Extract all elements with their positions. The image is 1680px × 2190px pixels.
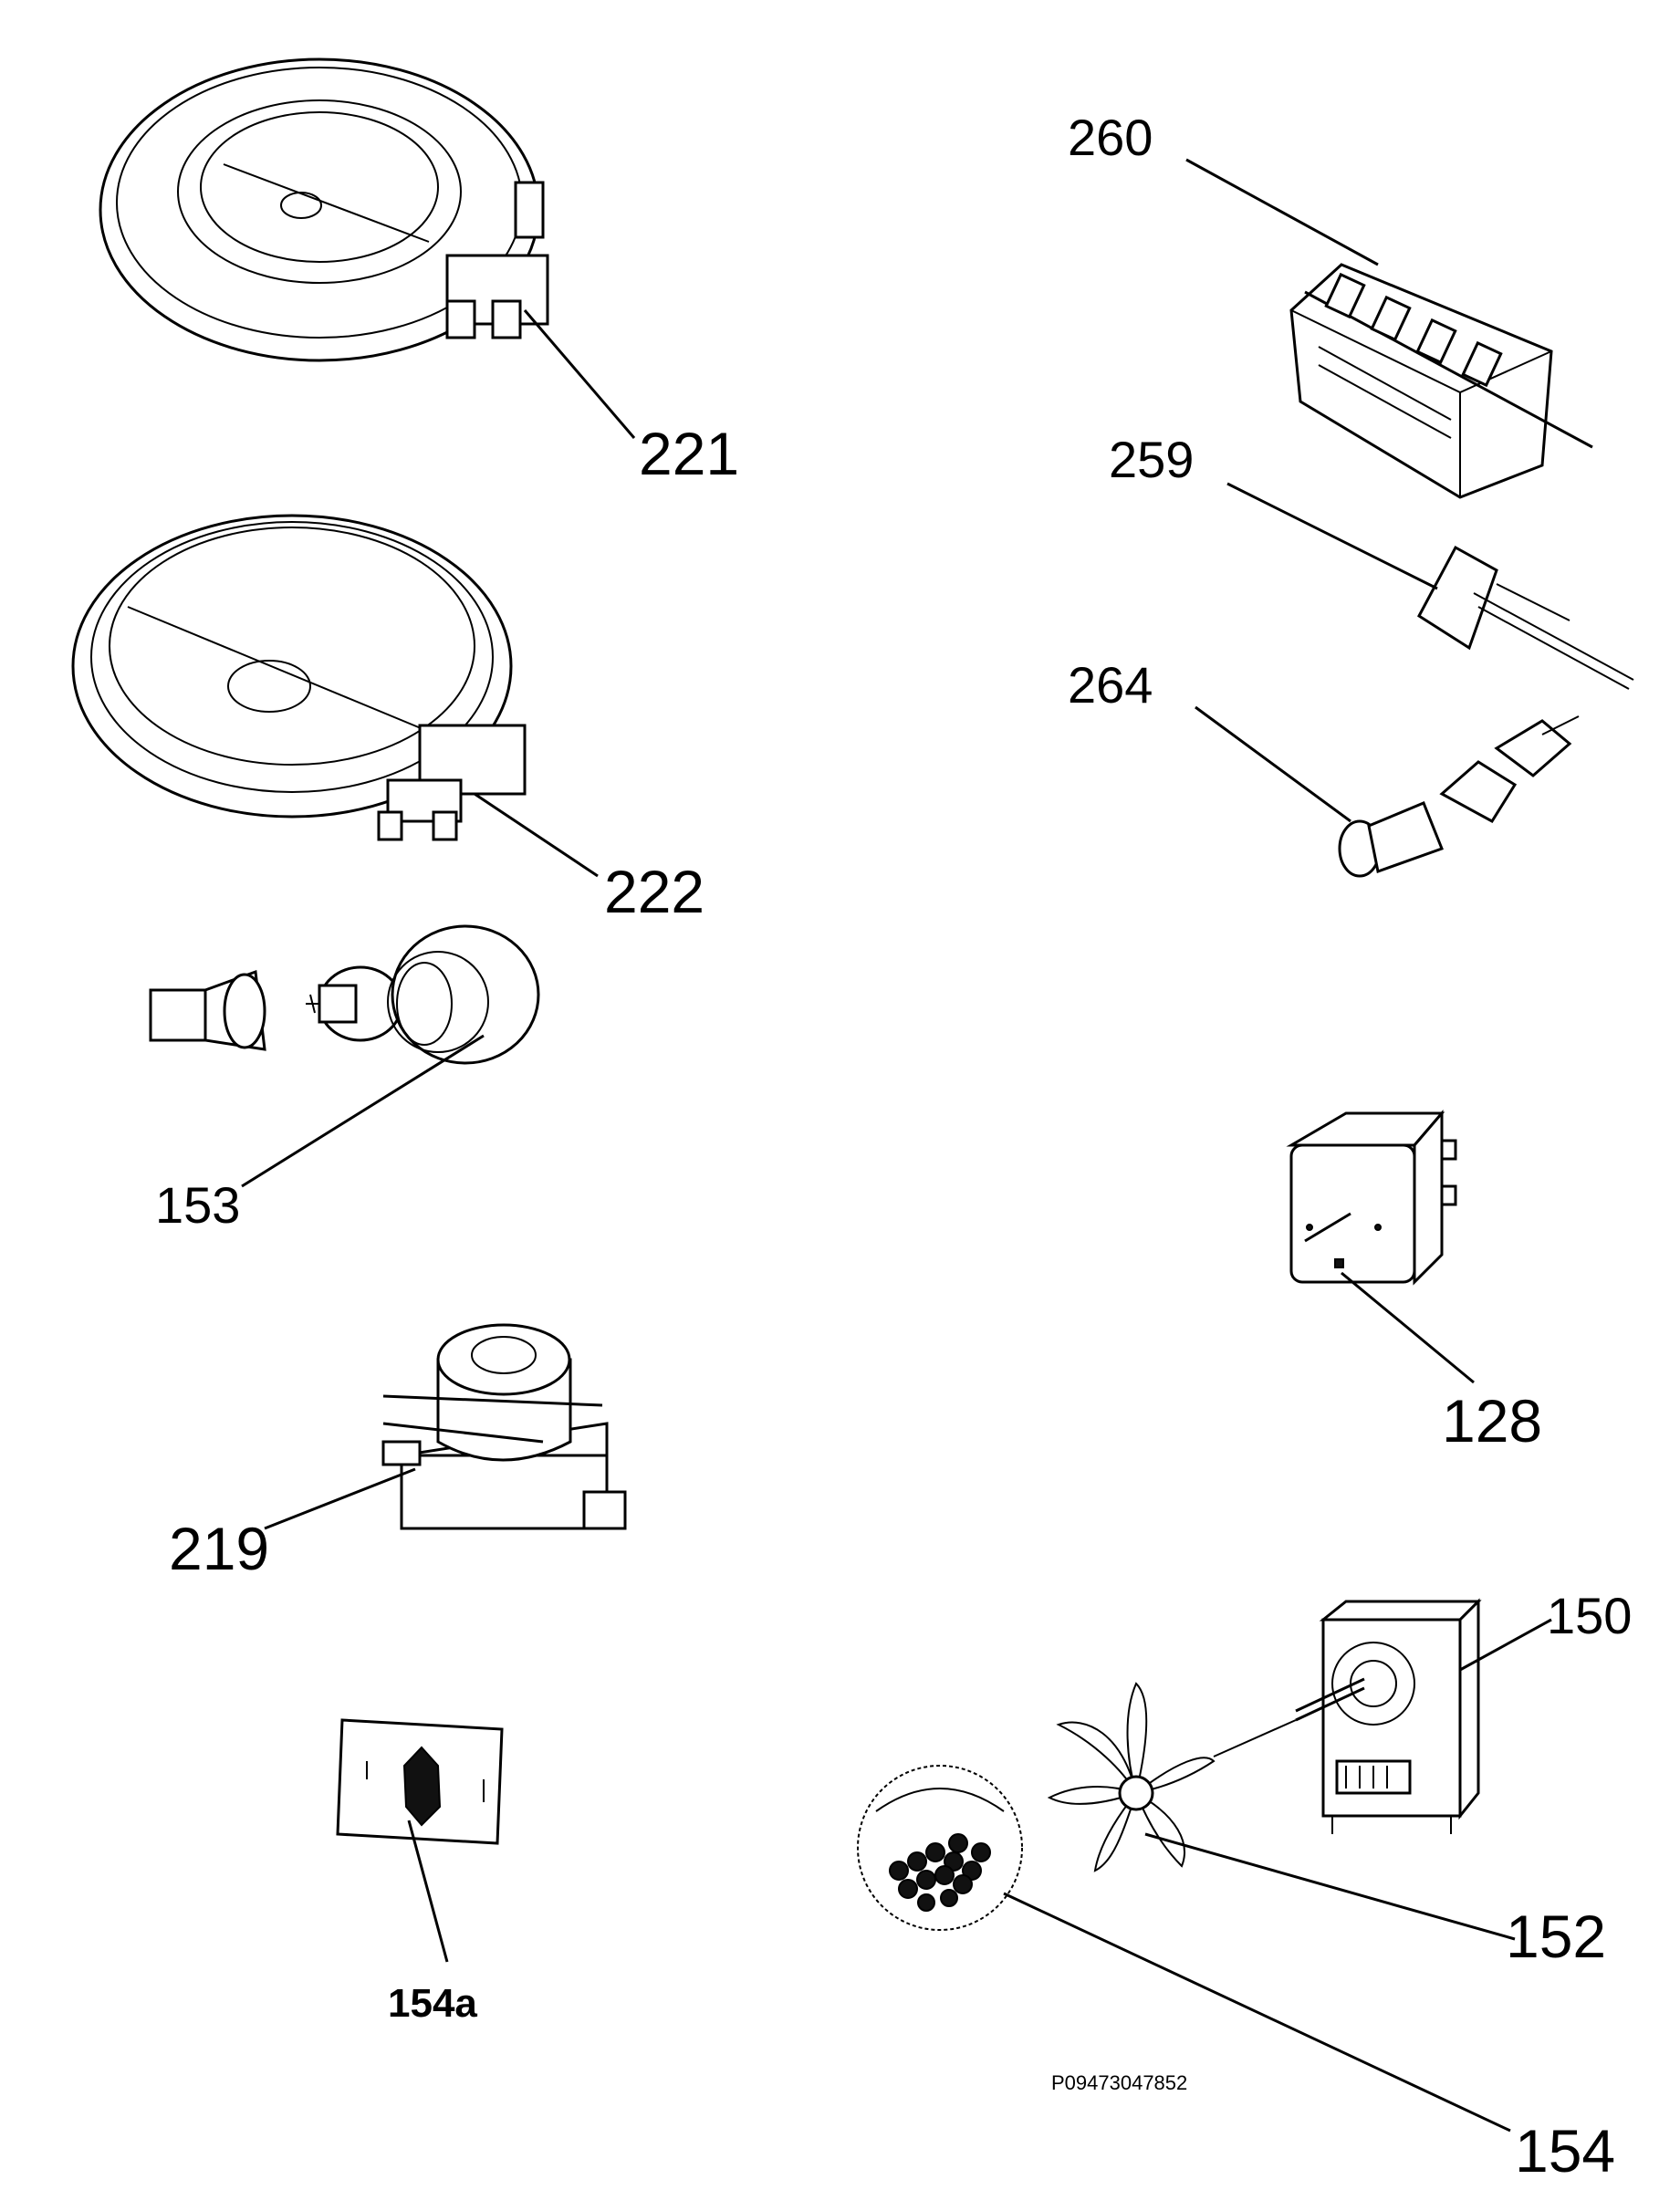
- part-222-hotplate: [71, 514, 527, 841]
- part-128-regulator-box: [1286, 1109, 1457, 1286]
- callout-219: 219: [169, 1467, 416, 1582]
- callout-154: 154: [1003, 1892, 1615, 2185]
- callout-150: 150: [1459, 1587, 1632, 1672]
- callout-222: 222: [474, 792, 704, 925]
- part-152-fan-blade: [1047, 1682, 1297, 1872]
- label-221: 221: [639, 420, 739, 487]
- label-154: 154: [1515, 2117, 1615, 2185]
- label-264: 264: [1068, 656, 1153, 714]
- label-154a: 154a: [388, 1981, 477, 2026]
- part-154a-lamp-plate: [336, 1718, 504, 1845]
- label-259: 259: [1109, 431, 1194, 488]
- part-259-spindle: [1417, 545, 1634, 690]
- label-219: 219: [169, 1515, 269, 1582]
- part-153-oven-lamp: [149, 924, 540, 1065]
- part-221-hotplate: [99, 57, 549, 362]
- callout-264: 264: [1068, 656, 1351, 823]
- callout-154a: 154a: [388, 1820, 477, 2026]
- label-222: 222: [604, 858, 704, 925]
- part-264-spindle: [1338, 715, 1580, 878]
- part-219-regulator: [381, 1323, 627, 1530]
- callout-153: 153: [155, 1034, 485, 1234]
- callout-260: 260: [1068, 109, 1379, 266]
- label-150: 150: [1547, 1587, 1632, 1644]
- part-154-lamp-lens: [857, 1765, 1023, 1931]
- label-153: 153: [155, 1176, 240, 1234]
- part-260-selector-switch: [1289, 263, 1593, 499]
- callout-128: 128: [1341, 1271, 1542, 1455]
- label-260: 260: [1068, 109, 1153, 166]
- label-152: 152: [1506, 1903, 1606, 1970]
- part-150-fan-motor: [1295, 1598, 1482, 1834]
- callout-259: 259: [1109, 431, 1438, 590]
- drawing-code: P09473047852: [1051, 2071, 1187, 2094]
- label-128: 128: [1442, 1387, 1542, 1455]
- callout-152: 152: [1144, 1832, 1606, 1970]
- callout-221: 221: [523, 309, 739, 487]
